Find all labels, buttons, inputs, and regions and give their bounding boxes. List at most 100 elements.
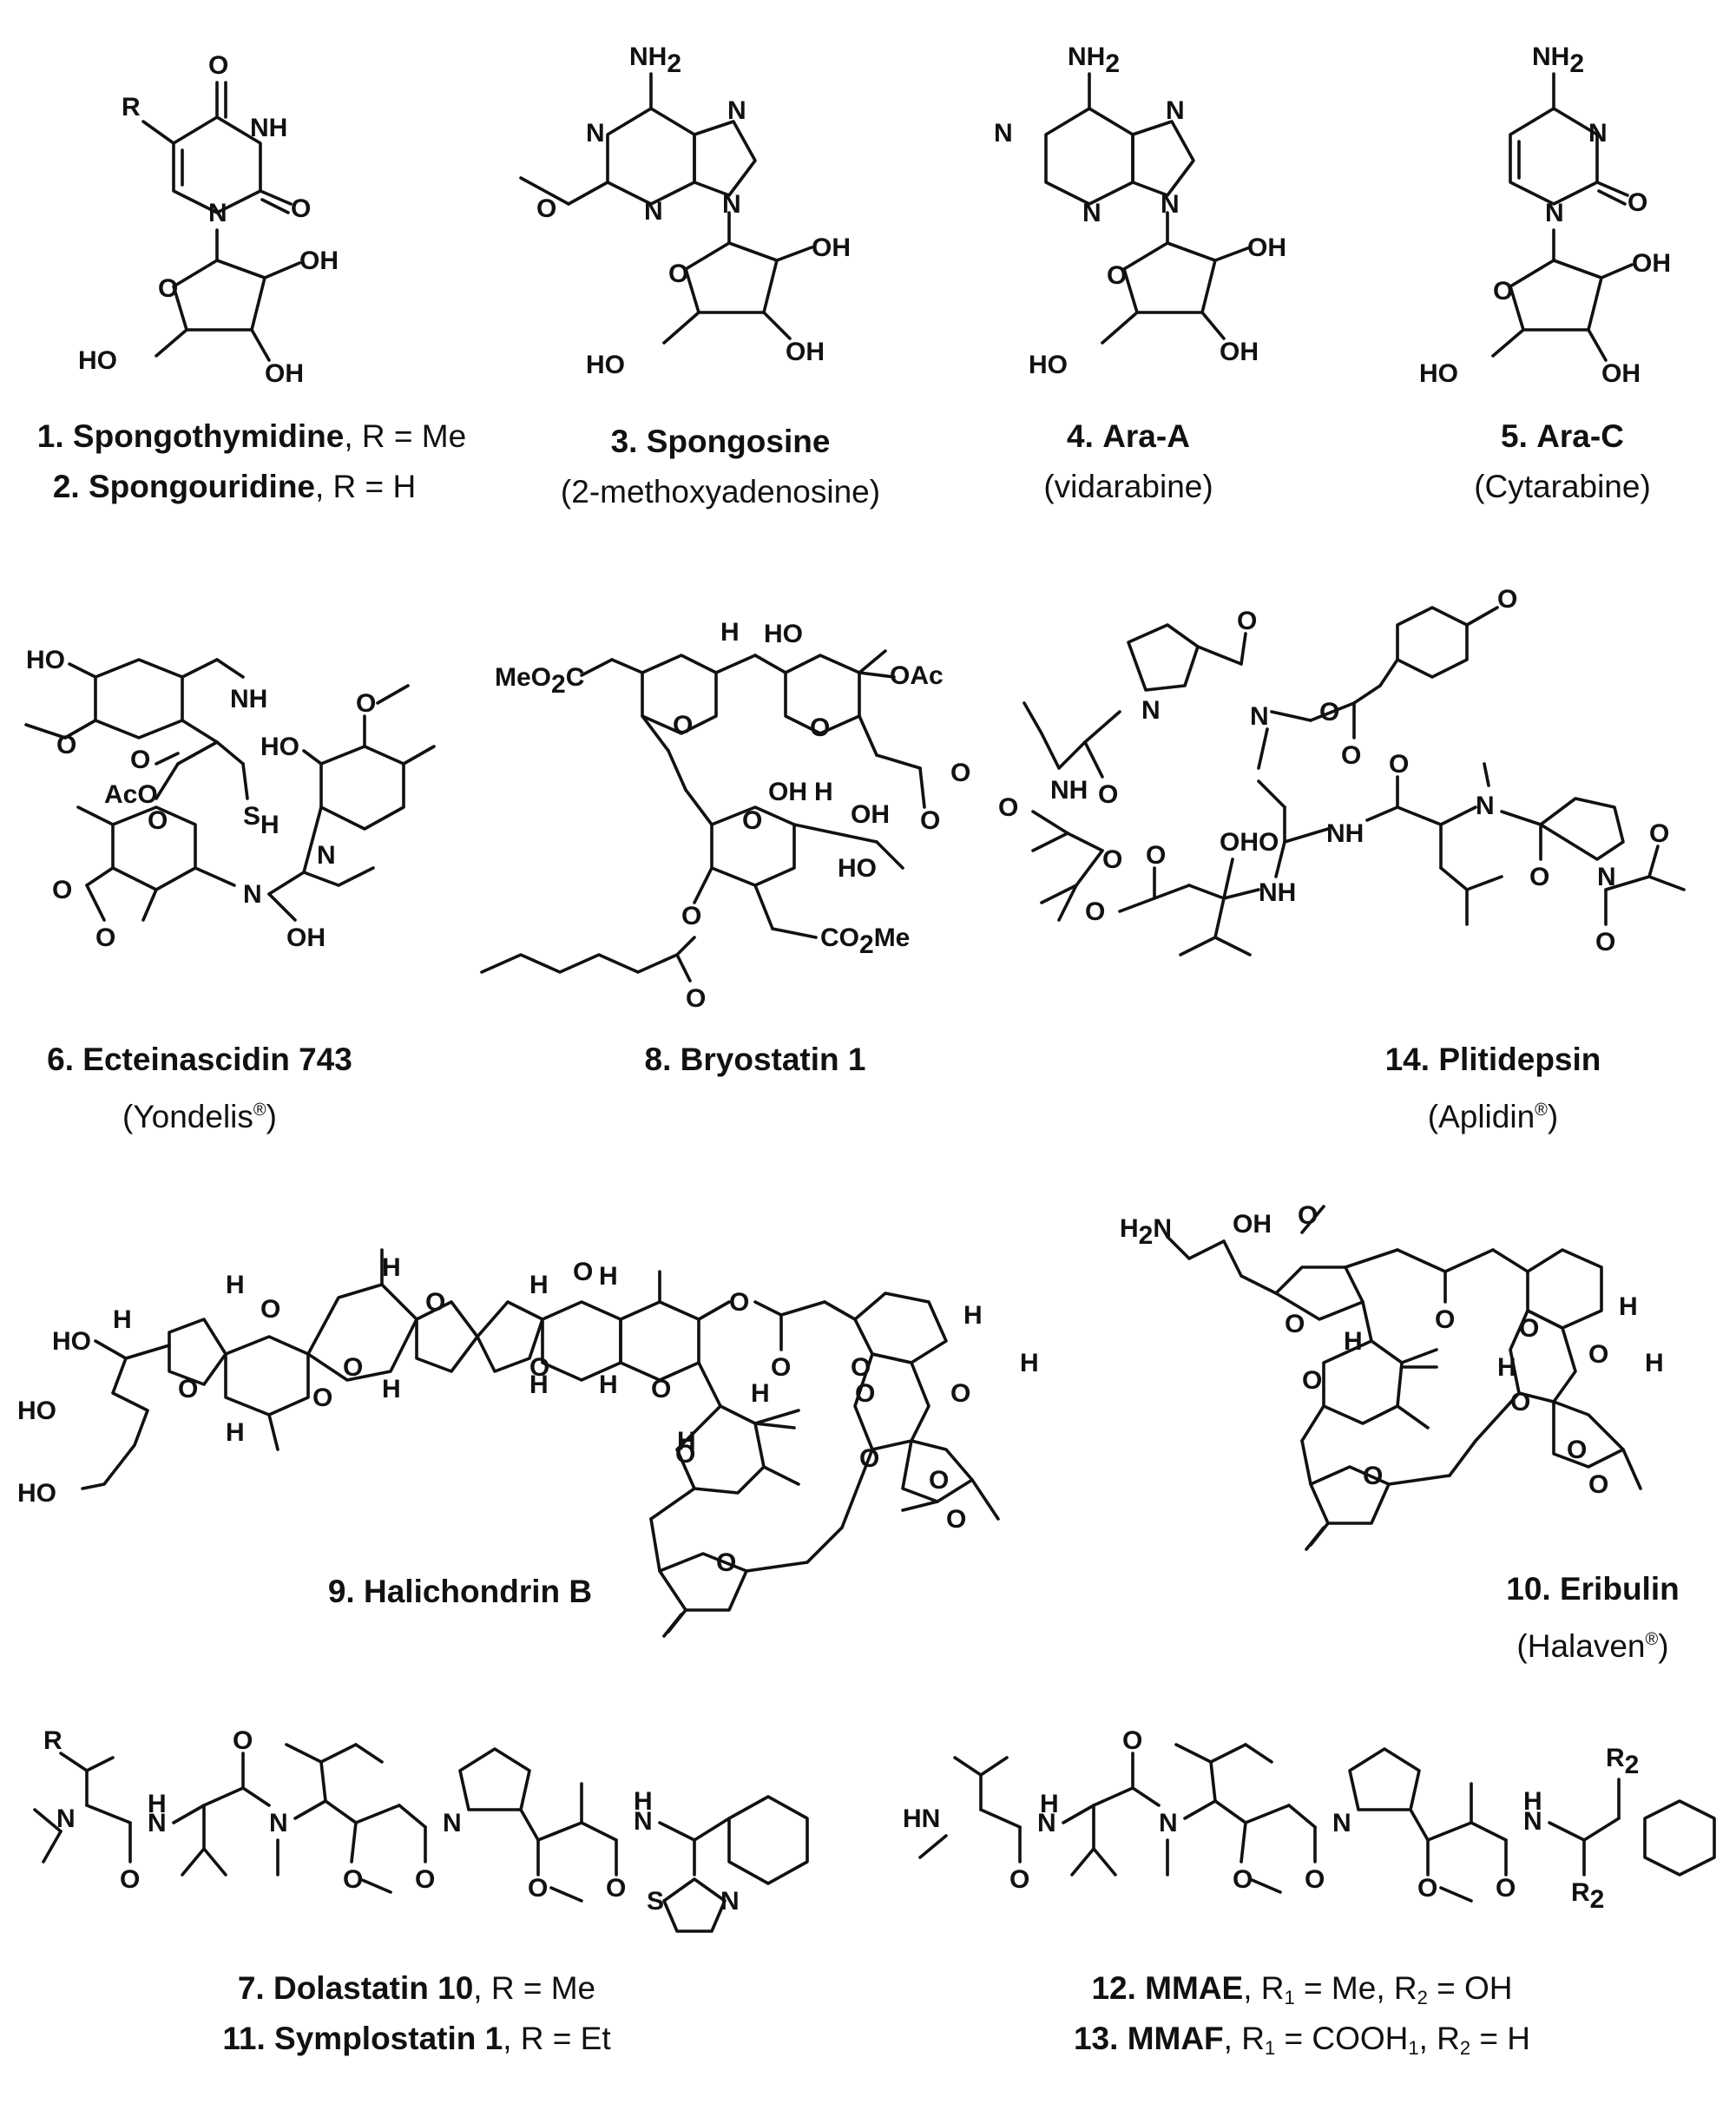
atom-oh: OH bbox=[1220, 338, 1259, 366]
atom-o: O bbox=[529, 1353, 549, 1382]
atom-nh: NH bbox=[230, 685, 267, 713]
atom-h: H bbox=[1523, 1787, 1542, 1816]
atom-o: O bbox=[1529, 863, 1549, 891]
atom-h: H bbox=[529, 1371, 549, 1399]
caption-bryostatin-1: 8. Bryostatin 1 bbox=[644, 1042, 866, 1077]
atom-o: O bbox=[1102, 845, 1122, 874]
atom-n: N bbox=[1332, 1809, 1351, 1837]
atom-o: O bbox=[536, 194, 556, 223]
atom-h: H bbox=[963, 1301, 983, 1330]
atom-n: N bbox=[1523, 1807, 1542, 1836]
structure-eribulin: H2N OH O O H O O H H H O O O O O O bbox=[1120, 1201, 1664, 1551]
atom-oh: OH bbox=[1632, 249, 1671, 278]
atom-h: H bbox=[113, 1305, 132, 1334]
atom-n: N bbox=[317, 841, 336, 870]
atom-ho: HO bbox=[260, 733, 299, 761]
atom-n: N bbox=[1588, 119, 1608, 148]
atom-o: O bbox=[1588, 1340, 1608, 1369]
atom-oh: OH bbox=[299, 246, 339, 275]
atom-o: O bbox=[1497, 585, 1517, 614]
caption-mmae: 12. MMAE, R1 = Me, R2 = OH bbox=[1091, 1970, 1513, 2008]
atom-o: O bbox=[178, 1375, 198, 1403]
atom-o: O bbox=[1567, 1436, 1587, 1464]
atom-oh: OH bbox=[1247, 233, 1286, 262]
atom-o: O bbox=[668, 260, 688, 288]
atom-h: H bbox=[1020, 1349, 1039, 1377]
atom-n: N bbox=[1159, 1809, 1178, 1837]
atom-o: O bbox=[950, 759, 970, 787]
atom-o: O bbox=[1107, 261, 1127, 290]
atom-oh: OH bbox=[286, 924, 326, 952]
atom-hn: HN bbox=[903, 1804, 940, 1833]
atom-ho: HO bbox=[1029, 351, 1068, 379]
caption-halichondrin-b: 9. Halichondrin B bbox=[327, 1574, 593, 1609]
atom-o: O bbox=[1237, 607, 1257, 635]
atom-h: H bbox=[1645, 1349, 1664, 1377]
atom-o: O bbox=[1341, 741, 1361, 770]
atom-o: O bbox=[415, 1865, 435, 1894]
atom-co2me: CO2Me bbox=[820, 924, 910, 959]
atom-n: N bbox=[727, 96, 746, 125]
atom-o: O bbox=[675, 1440, 695, 1469]
atom-o: O bbox=[120, 1865, 140, 1894]
caption-eribulin: 10. Eribulin (Halaven®) bbox=[1506, 1571, 1680, 1664]
atom-s: S bbox=[647, 1887, 664, 1916]
atom-ho: HO bbox=[838, 854, 877, 883]
atom-h: H bbox=[1619, 1292, 1638, 1321]
atom-n: N bbox=[1476, 792, 1495, 820]
atom-n: N bbox=[1082, 199, 1101, 227]
atom-o: O bbox=[998, 793, 1018, 822]
atom-o: O bbox=[1298, 1201, 1318, 1230]
atom-o: O bbox=[1085, 897, 1105, 926]
atom-h: H bbox=[720, 618, 740, 647]
atom-o: O bbox=[729, 1288, 749, 1317]
atom-o: O bbox=[606, 1874, 626, 1903]
atom-n: N bbox=[586, 119, 605, 148]
atom-o: O bbox=[1435, 1305, 1455, 1334]
atom-ho: HO bbox=[52, 1327, 91, 1356]
atom-s: S bbox=[243, 802, 260, 831]
atom-n: N bbox=[722, 190, 741, 219]
atom-o: O bbox=[1122, 1726, 1142, 1755]
atom-ho: HO bbox=[78, 346, 117, 375]
atom-o: O bbox=[1363, 1462, 1383, 1490]
atom-n: N bbox=[1597, 863, 1616, 891]
atom-n: N bbox=[208, 199, 227, 227]
atom-o: O bbox=[651, 1375, 671, 1403]
atom-nh: NH bbox=[1050, 776, 1088, 805]
atom-nh: NH bbox=[250, 114, 287, 142]
atom-r: R bbox=[43, 1726, 62, 1755]
atom-nh: NH bbox=[1326, 819, 1364, 848]
structure-ecteinascidin-743: HO O NH S O AcO O O O N OH H N HO O bbox=[24, 646, 436, 952]
atom-o: O bbox=[208, 51, 228, 80]
atom-nh2: NH2 bbox=[1068, 43, 1120, 78]
atom-h: H bbox=[599, 1262, 618, 1291]
atom-o: O bbox=[1302, 1366, 1322, 1395]
atom-o: O bbox=[1233, 1865, 1253, 1894]
atom-o: O bbox=[1628, 188, 1647, 217]
atom-n: N bbox=[1545, 199, 1564, 227]
caption-mmaf: 13. MMAF, R1 = COOH1, R2 = H bbox=[1073, 2021, 1531, 2059]
atom-o: O bbox=[1146, 841, 1166, 870]
atom-n: N bbox=[644, 197, 663, 226]
atom-oh: OH bbox=[1220, 828, 1259, 857]
atom-h: H bbox=[529, 1271, 549, 1299]
atom-h: H bbox=[148, 1790, 167, 1818]
atom-o: O bbox=[343, 1865, 363, 1894]
atom-meo2c: MeO2C bbox=[495, 663, 584, 699]
atom-n: N bbox=[269, 1809, 288, 1837]
atom-o: O bbox=[148, 806, 168, 835]
atom-oh: OH bbox=[265, 359, 304, 388]
caption-spongouridine: 2. Spongouridine, R = H bbox=[52, 469, 417, 504]
atom-ho: HO bbox=[17, 1397, 56, 1425]
caption-dolastatin-10: 7. Dolastatin 10, R = Me bbox=[237, 1970, 596, 2006]
atom-oh: OH bbox=[786, 338, 825, 366]
atom-o: O bbox=[1510, 1388, 1530, 1417]
atom-o: O bbox=[1595, 928, 1615, 956]
atom-oac: OAc bbox=[890, 661, 944, 690]
structure-halichondrin-b: HO HO HO H O H H O O O H H O O O H H H H… bbox=[17, 1248, 1039, 1638]
atom-h: H bbox=[751, 1379, 770, 1408]
atom-o: O bbox=[1588, 1470, 1608, 1499]
atom-o: O bbox=[233, 1726, 253, 1755]
atom-n: N bbox=[1166, 96, 1185, 125]
